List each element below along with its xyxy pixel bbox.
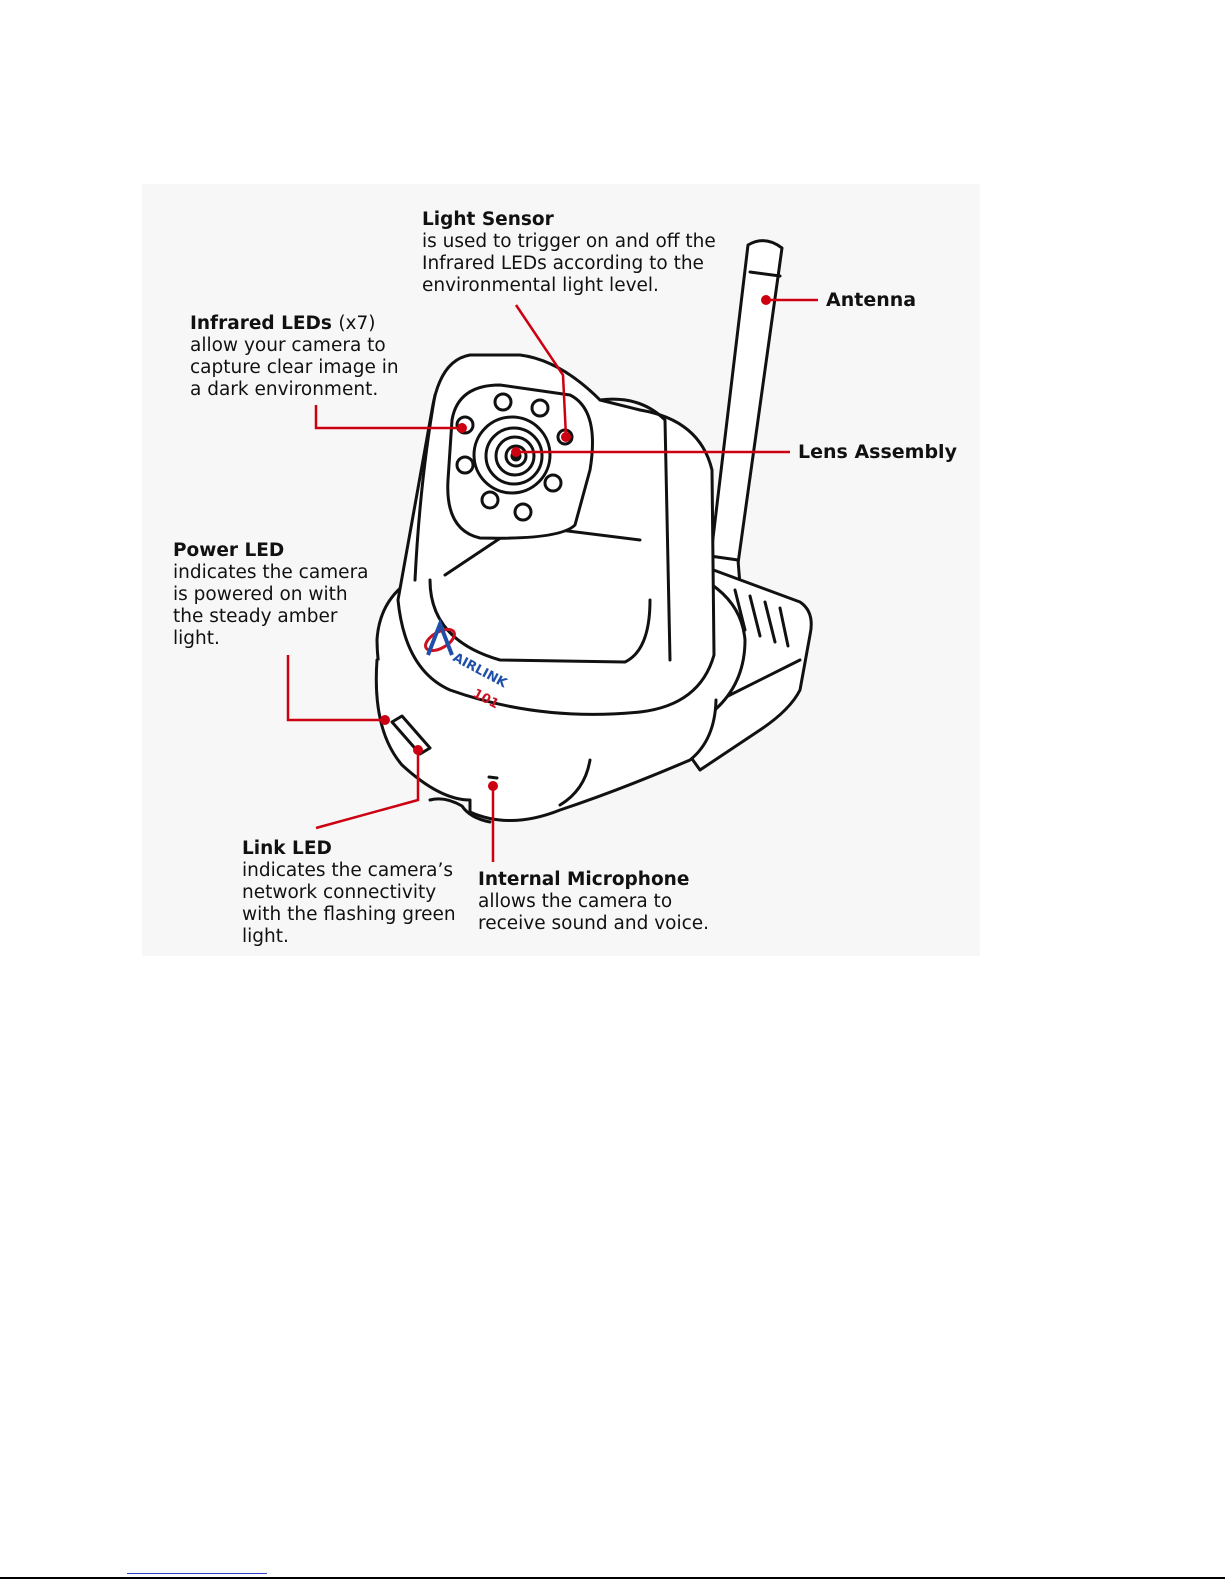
dot-internal-microphone [488, 781, 498, 791]
callout-qualifier: (x7) [338, 313, 376, 334]
callout-line: indicates the camera [173, 562, 369, 583]
callout-link-led: Link LED indicates the camera’s network … [242, 838, 456, 948]
callout-line: light. [173, 628, 220, 649]
ir-led [455, 455, 475, 475]
dot-light-sensor [561, 432, 571, 442]
callout-line: with the flashing green [242, 904, 456, 925]
ir-led [530, 398, 550, 418]
callout-line: receive sound and voice. [478, 913, 710, 934]
callout-infrared-leds: Infrared LEDs (x7) allow your camera to … [190, 313, 399, 401]
led-slot [390, 714, 432, 756]
callout-title: Internal Microphone [478, 869, 690, 890]
antenna-tip-band [748, 270, 782, 278]
footer-rule [0, 1577, 1225, 1579]
leader-light-sensor [514, 304, 568, 438]
callout-line: Infrared LEDs according to the [422, 253, 704, 274]
callout-line: network connectivity [242, 882, 437, 903]
ir-led [480, 490, 500, 510]
callout-line: is used to trigger on and off the [422, 231, 716, 252]
callout-title: Link LED [242, 838, 332, 859]
dot-lens-assembly [511, 447, 521, 457]
dot-infrared-leds [457, 423, 467, 433]
callout-title: Infrared LEDs [190, 313, 332, 334]
callout-line: allow your camera to [190, 335, 386, 356]
leader-power-led [286, 655, 385, 722]
callout-title: Power LED [173, 540, 285, 561]
callout-line: capture clear image in [190, 357, 399, 378]
dot-link-led [413, 745, 423, 755]
dot-power-led [380, 715, 390, 725]
callout-internal-microphone: Internal Microphone allows the camera to… [478, 869, 709, 935]
leader-link-led [315, 750, 420, 830]
callout-power-led: Power LED indicates the camera is powere… [173, 540, 369, 650]
ir-led [543, 473, 563, 493]
callout-line: environmental light level. [422, 275, 659, 296]
callout-line: the steady amber [173, 606, 338, 627]
callout-line: a dark environment. [190, 379, 379, 400]
microphone-hole [487, 775, 499, 780]
ir-led [493, 392, 513, 412]
callout-light-sensor: Light Sensor is used to trigger on and o… [422, 209, 716, 297]
callout-line: indicates the camera’s [242, 860, 454, 881]
antenna-body [706, 239, 784, 587]
callout-line: is powered on with [173, 584, 348, 605]
callout-antenna: Antenna [826, 289, 917, 311]
footer-link-underline [127, 1573, 267, 1574]
callout-lens-assembly: Lens Assembly [798, 441, 957, 463]
callout-line: light. [242, 926, 289, 947]
callout-title: Light Sensor [422, 209, 554, 230]
leader-infrared-leds [314, 405, 462, 430]
callout-line: allows the camera to [478, 891, 673, 912]
dot-antenna [761, 295, 771, 305]
ir-led [513, 502, 533, 522]
